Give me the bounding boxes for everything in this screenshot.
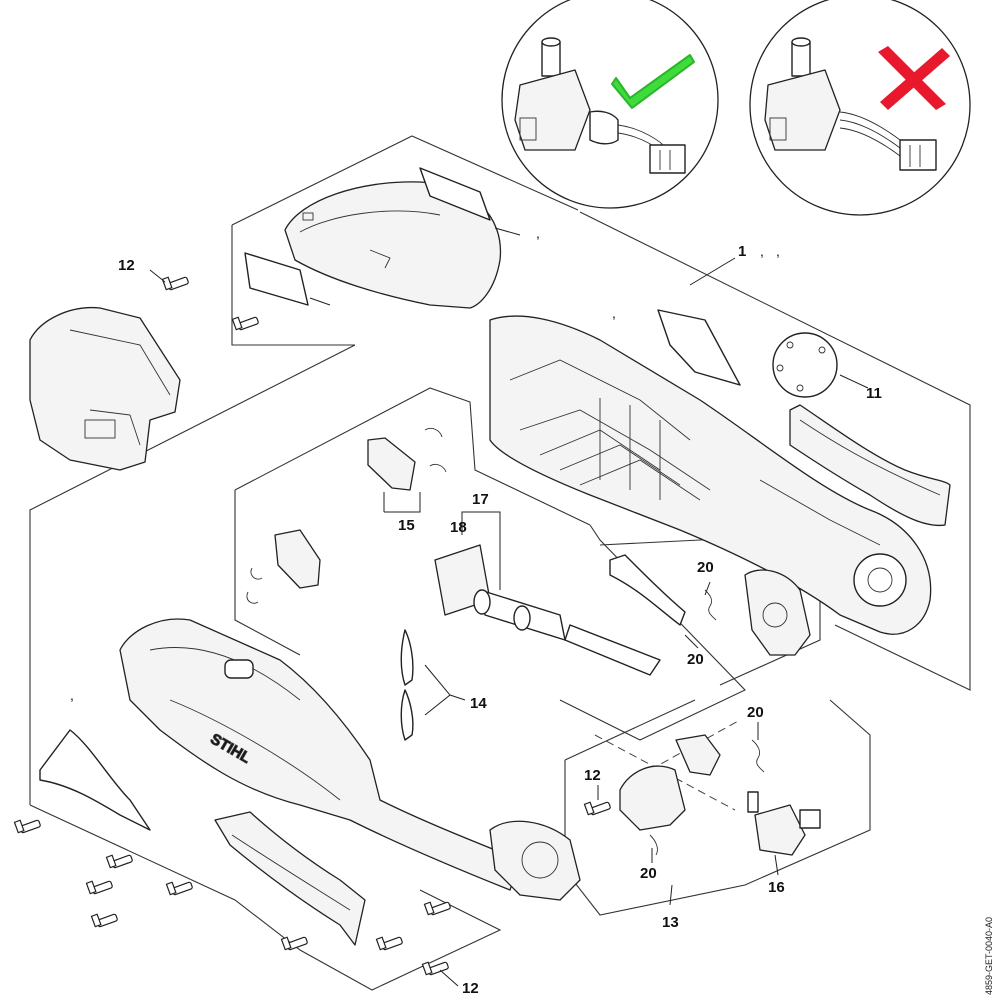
switch-without-sleeve-illustration <box>764 37 937 171</box>
incorrect-assembly-inset <box>749 0 971 216</box>
contact-springs-part-14 <box>400 629 414 741</box>
rail-strip-part <box>789 404 951 527</box>
screw-icon <box>421 961 449 976</box>
cross-icon <box>878 46 950 110</box>
lever-bracket-part <box>246 529 321 604</box>
screw-icon <box>85 880 113 895</box>
switch-with-sleeve-illustration <box>514 37 686 174</box>
callout-comma: , <box>612 305 616 321</box>
screw-icon <box>161 276 189 291</box>
screw-icon <box>90 913 118 928</box>
callout-labels: 1 11 12 12 12 13 14 15 16 17 18 20 20 20… <box>70 225 882 997</box>
callout-14: 14 <box>470 695 487 712</box>
seal-disc-part <box>772 332 838 398</box>
callout-12: 12 <box>584 767 601 784</box>
callout-20: 20 <box>747 704 764 721</box>
checkmark-icon <box>611 54 695 109</box>
callout-16: 16 <box>768 879 785 896</box>
screw-icon <box>280 936 308 951</box>
label-strip-upper <box>244 167 741 386</box>
callout-17: 17 <box>472 491 489 508</box>
callout-11: 11 <box>866 385 882 402</box>
callout-18: 18 <box>450 519 467 536</box>
trigger-part-13 <box>619 765 686 856</box>
switch-part-16 <box>747 791 821 856</box>
trigger-part-20-upper <box>609 554 717 626</box>
callout-comma: , <box>776 243 780 259</box>
screw-icon <box>13 819 41 834</box>
handle-housing-shell-part <box>489 315 932 635</box>
callout-comma: , <box>760 243 764 259</box>
housing-cover-part <box>284 181 502 309</box>
trigger-housing-part <box>744 569 811 656</box>
callout-comma: , <box>70 687 74 703</box>
lock-lever-part-15 <box>367 427 447 491</box>
screw-icon <box>583 801 611 816</box>
lower-housing-part: STIHL <box>119 618 521 891</box>
trim-strip-part <box>39 729 151 831</box>
grip-cover-part <box>214 811 366 946</box>
switch-shaft-part-17 <box>434 544 661 676</box>
callout-15: 15 <box>398 517 415 534</box>
front-bracket-part <box>489 820 581 901</box>
callout-20: 20 <box>640 865 657 882</box>
callout-12: 12 <box>118 257 135 274</box>
callout-comma: , <box>536 225 540 241</box>
screw-icon <box>105 854 133 869</box>
screw-icon <box>165 881 193 896</box>
callout-12: 12 <box>462 980 479 997</box>
leader-lines <box>149 227 869 987</box>
screws <box>13 276 611 976</box>
callout-13: 13 <box>662 914 679 931</box>
assembly-frames <box>29 135 971 991</box>
document-id: 4859-GET-0040-A0 <box>984 917 994 995</box>
callout-20: 20 <box>687 651 704 668</box>
callout-20: 20 <box>697 559 714 576</box>
callout-1: 1 <box>738 243 746 260</box>
screw-icon <box>375 936 403 951</box>
screw-icon <box>423 901 451 916</box>
lock-button-part <box>675 734 765 776</box>
correct-assembly-inset <box>501 0 719 209</box>
screw-icon <box>231 316 259 331</box>
end-cap-part <box>29 306 181 471</box>
